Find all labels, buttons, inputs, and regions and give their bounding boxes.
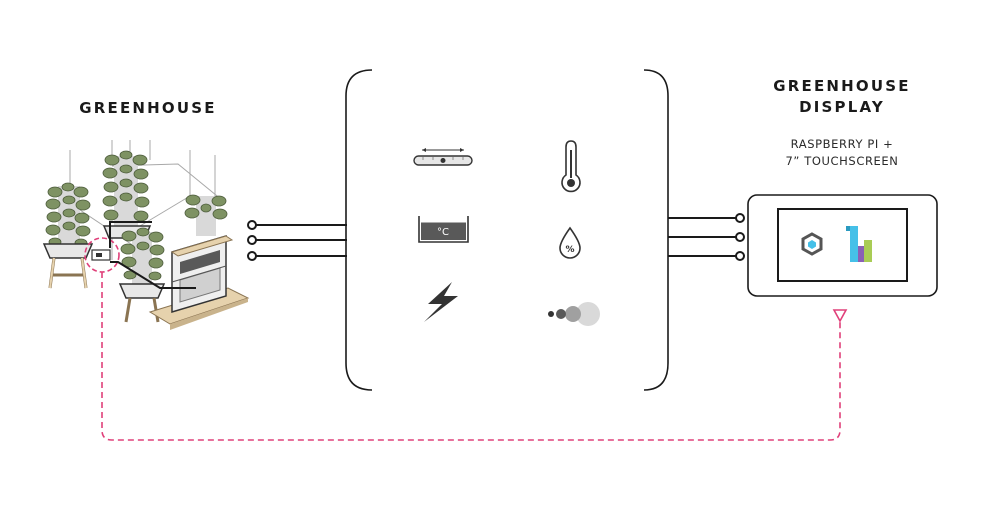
plant-tower-middle: [102, 150, 152, 239]
sensor-panel-brackets: [345, 69, 669, 391]
plant-tower-left: [42, 182, 94, 289]
svg-text:°C: °C: [437, 227, 449, 238]
greenhouse-title-text: GREENHOUSE: [79, 99, 217, 117]
right-connectors: [668, 213, 745, 261]
humidity-drop-icon: %: [559, 226, 581, 259]
greenhouse-illustration: [42, 140, 250, 330]
display-title: GREENHOUSE DISPLAY: [752, 76, 932, 118]
sensor-module: [84, 237, 120, 273]
thermometer-icon: [561, 140, 581, 193]
light-dots-icon: [548, 302, 600, 326]
display-title-line1: GREENHOUSE: [773, 77, 911, 95]
lightning-icon: [424, 282, 458, 322]
greenhouse-title: GREENHOUSE: [58, 98, 238, 119]
bar-chart-icon: [846, 226, 872, 262]
hex-logo-icon: [801, 232, 823, 256]
svg-text:%: %: [565, 245, 574, 255]
left-connectors: [247, 220, 347, 261]
greenhouse-cables: [109, 221, 196, 289]
plant-tower-right: [184, 194, 228, 236]
display-subtitle: RASPBERRY PI + 7” TOUCHSCREEN: [762, 136, 922, 170]
feedback-link: [101, 272, 848, 441]
plant-tower-front: [118, 227, 166, 323]
display-subtitle-line2: 7” TOUCHSCREEN: [785, 154, 899, 168]
level-sensor-icon: [413, 148, 473, 166]
control-cabinet: [148, 234, 250, 330]
celsius-tank-icon: °C: [418, 216, 469, 243]
display-subtitle-line1: RASPBERRY PI +: [790, 137, 894, 151]
touchscreen-display: [747, 194, 938, 297]
display-title-line2: DISPLAY: [799, 98, 885, 116]
